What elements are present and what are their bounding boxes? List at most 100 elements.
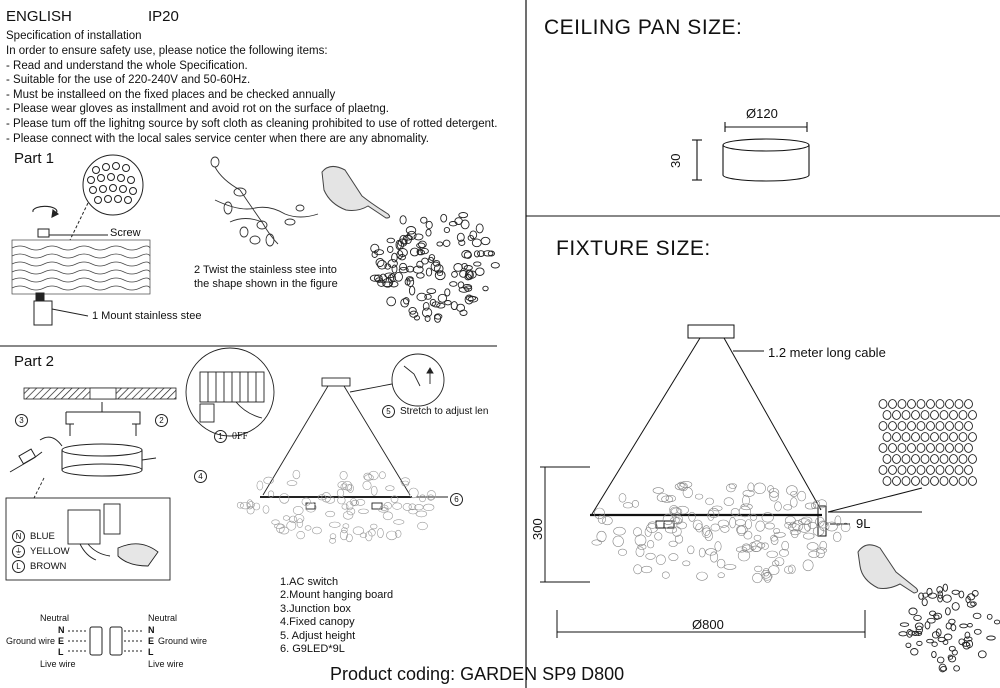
mesh-ring xyxy=(968,476,977,486)
branch-leaf xyxy=(986,635,996,641)
cloud-leaf xyxy=(768,487,780,498)
cloud-leaf xyxy=(749,513,758,521)
cloud-leaf xyxy=(612,535,624,547)
mesh-ring xyxy=(930,410,939,420)
mesh-ring xyxy=(878,465,888,475)
mesh-ring xyxy=(945,443,954,453)
cloud-leaf xyxy=(427,494,435,501)
cloud-of-branches-part2 xyxy=(236,469,437,544)
branch-leaf xyxy=(405,265,415,273)
branch-leaf xyxy=(462,284,473,290)
cloud-leaf xyxy=(341,503,349,510)
mesh-ring xyxy=(888,443,897,453)
mesh-ring xyxy=(916,465,926,475)
neutral-right: Neutral xyxy=(148,613,178,623)
branch-leaf xyxy=(951,649,958,656)
branch-leaf xyxy=(463,251,472,259)
cloud-leaf xyxy=(682,560,691,567)
branch-leaf xyxy=(424,315,431,322)
cloud-leaf xyxy=(737,549,751,562)
mesh-ring xyxy=(897,421,907,431)
switch-panel-detail xyxy=(185,347,275,437)
branch-leaf xyxy=(951,589,960,595)
branch-leaf xyxy=(458,286,470,293)
wire-e-left: E xyxy=(58,636,65,646)
cloud-leaf xyxy=(692,519,703,531)
cloud-leaf xyxy=(736,525,748,535)
spec-item: - Suitable for the use of 220-240V and 5… xyxy=(6,74,251,87)
branch-leaf xyxy=(416,260,424,269)
cloud-leaf xyxy=(662,513,674,526)
cloud-leaf xyxy=(633,527,642,537)
branch-leaf xyxy=(424,293,432,300)
cloud-leaf xyxy=(349,498,358,506)
cloud-leaf xyxy=(747,482,755,492)
cloud-leaf xyxy=(247,501,255,509)
mesh-ring xyxy=(892,410,901,420)
branch-leaf xyxy=(444,288,451,297)
cloud-leaf xyxy=(362,480,372,491)
product-coding: Product coding: GARDEN SP9 D800 xyxy=(330,664,625,684)
spec-item: - Please connect with the local sales se… xyxy=(6,132,429,145)
cloud-leaf xyxy=(670,507,683,516)
cloud-leaf xyxy=(729,516,736,529)
cloud-leaf xyxy=(617,548,627,556)
bulb-count: 9L xyxy=(856,516,871,531)
callout-3: 3 xyxy=(15,414,33,427)
cloud-leaf xyxy=(593,507,605,520)
mesh-ring xyxy=(954,443,964,453)
branch-leaf xyxy=(487,250,495,257)
branch-leaf xyxy=(384,272,395,279)
mesh-ring xyxy=(878,443,888,453)
spec-item: - Must be installeed on the fixed places… xyxy=(6,88,336,101)
cloud-leaf xyxy=(812,500,820,509)
cloud-leaf xyxy=(352,526,365,535)
branch-leaf xyxy=(918,592,924,600)
cloud-leaf xyxy=(402,503,412,511)
branch-leaf xyxy=(432,259,441,267)
cloud-leaf xyxy=(773,531,786,538)
cloud-leaf xyxy=(370,523,378,530)
wiring-box-detail xyxy=(5,477,171,581)
branch-leaf xyxy=(408,285,416,296)
cloud-leaf xyxy=(698,547,706,558)
cloud-leaf xyxy=(761,569,771,579)
stainless-stee-part xyxy=(33,292,89,326)
cloud-leaf xyxy=(688,511,696,522)
cloud-leaf xyxy=(423,503,435,512)
cloud-leaf xyxy=(631,499,640,508)
cloud-leaf xyxy=(751,545,761,552)
branch-leaf xyxy=(405,226,417,235)
cloud-leaf xyxy=(267,490,275,498)
cloud-leaf xyxy=(262,505,270,514)
mesh-ring xyxy=(926,421,935,431)
cloud-leaf xyxy=(810,502,819,510)
cloud-leaf xyxy=(764,522,775,530)
mesh-ring xyxy=(939,410,949,420)
cloud-leaf xyxy=(668,553,679,561)
branch-leaf xyxy=(935,628,942,637)
branch-leaf xyxy=(914,622,924,631)
mesh-ring xyxy=(968,432,977,442)
cloud-leaf xyxy=(761,572,773,581)
branch-leaf xyxy=(461,250,472,259)
cloud-leaf xyxy=(256,480,264,491)
branch-leaf xyxy=(926,617,936,624)
cloud-leaf xyxy=(296,518,304,528)
branch-leaf xyxy=(416,292,427,302)
branch-leaf xyxy=(391,252,398,263)
mesh-ring xyxy=(949,454,958,464)
branch-leaf xyxy=(399,234,408,245)
branch-leaf xyxy=(402,235,413,241)
branch-leaf xyxy=(942,583,948,592)
cloud-leaf xyxy=(317,494,327,501)
cloud-leaf xyxy=(802,532,815,540)
branch-leaf xyxy=(420,216,428,224)
ceiling-pan-title: CEILING PAN SIZE: xyxy=(544,16,743,39)
branch-leaf xyxy=(400,298,410,308)
mesh-pattern-swatch xyxy=(878,399,977,486)
branch-leaf xyxy=(416,272,425,279)
